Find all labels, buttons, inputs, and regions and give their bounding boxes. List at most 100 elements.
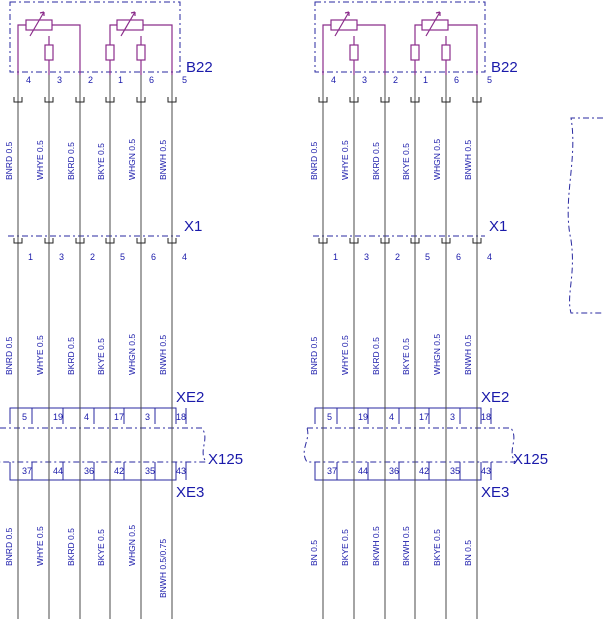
xe2-connector	[314, 407, 482, 424]
x1-terminal-4	[105, 238, 115, 244]
b22-pin-label: 4	[331, 75, 336, 85]
wire-label-top: BNWH 0.5	[463, 140, 473, 180]
wire-label-top: BKRD 0.5	[66, 142, 76, 180]
b22-pin-label: 4	[26, 75, 31, 85]
x1-label: X1	[489, 218, 507, 235]
wire-label-bottom: BKYE 0.5	[340, 529, 350, 566]
xe3-label: XE3	[481, 484, 509, 501]
sensor-link-1	[17, 24, 26, 75]
b22-terminal-5	[441, 97, 451, 103]
x1-label: X1	[184, 218, 202, 235]
sensor-link-6	[448, 24, 478, 75]
wire-label-bottom: BKYE 0.5	[96, 529, 106, 566]
x1-terminal-5	[136, 238, 146, 244]
b22-terminal-5	[136, 97, 146, 103]
x1-pin-label: 6	[456, 252, 461, 262]
xe2-pin-label: 4	[389, 412, 394, 422]
x1-pin-label: 3	[364, 252, 369, 262]
x1-terminal-2	[44, 238, 54, 244]
xe2-pin-label: 19	[53, 412, 63, 422]
wire-label-bottom: BNWH 0.5/0.75	[158, 539, 168, 598]
xe3-label: XE3	[176, 484, 204, 501]
wire-label-top: WHYE 0.5	[35, 140, 45, 180]
sensor-resistor-c	[136, 44, 146, 61]
wire-label-bottom: WHYE 0.5	[35, 526, 45, 566]
xe2-pin-label: 3	[450, 412, 455, 422]
wire-label-mid: BNWH 0.5	[158, 335, 168, 375]
x1-terminal-1	[13, 238, 23, 244]
b22-terminal-6	[472, 97, 482, 103]
b22-pin-label: 5	[182, 75, 187, 85]
wire-label-mid: WHGN 0.5	[127, 334, 137, 375]
b22-pin-label: 2	[393, 75, 398, 85]
x1-terminal-4	[410, 238, 420, 244]
b22-terminal-4	[410, 97, 420, 103]
pot-a-wiper	[334, 11, 350, 37]
continuation-bracket	[567, 117, 603, 314]
x1-terminal-3	[75, 238, 85, 244]
wire-label-top: BNRD 0.5	[4, 141, 14, 180]
xe3-connector	[314, 462, 482, 481]
x125-label: X125	[208, 451, 243, 468]
x1-pin-label: 5	[120, 252, 125, 262]
b22-terminal-3	[380, 97, 390, 103]
xe2-pin-label: 17	[419, 412, 429, 422]
x1-terminal-5	[441, 238, 451, 244]
x125-housing	[303, 427, 516, 463]
x1-pin-label: 4	[182, 252, 187, 262]
wire-label-top: BNWH 0.5	[158, 140, 168, 180]
pot-b-wiper	[120, 11, 136, 37]
b22-terminal-3	[75, 97, 85, 103]
sensor-resistor-b	[410, 44, 420, 61]
xe2-label: XE2	[176, 389, 204, 406]
xe2-pin-label: 19	[358, 412, 368, 422]
xe3-pin-label: 37	[22, 466, 32, 476]
wire-label-bottom: WHGN 0.5	[127, 525, 137, 566]
wire-label-mid: BKRD 0.5	[371, 337, 381, 375]
x1-terminal-6	[472, 238, 482, 244]
wire-label-mid: WHYE 0.5	[340, 335, 350, 375]
xe3-pin-label: 44	[358, 466, 368, 476]
sensor-link-4	[109, 24, 117, 75]
pot-a-wiper	[29, 11, 45, 37]
wire-label-bottom: BKRD 0.5	[66, 528, 76, 566]
xe3-connector	[9, 462, 177, 481]
wire-label-bottom: BKWH 0.5	[401, 526, 411, 566]
sensor-link-2	[52, 24, 81, 75]
b22-terminal-2	[349, 97, 359, 103]
xe3-pin-label: 44	[53, 466, 63, 476]
wire-label-bottom: BN 0.5	[309, 540, 319, 566]
xe3-pin-label: 37	[327, 466, 337, 476]
wire-label-top: BNRD 0.5	[309, 141, 319, 180]
x1-terminal-1	[318, 238, 328, 244]
b22-terminal-2	[44, 97, 54, 103]
x125-housing	[0, 427, 207, 463]
b22-housing	[314, 1, 486, 73]
x1-pin-label: 1	[28, 252, 33, 262]
wire-label-top: WHGN 0.5	[127, 139, 137, 180]
xe2-label: XE2	[481, 389, 509, 406]
b22-pin-label: 1	[118, 75, 123, 85]
b22-pin-label: 2	[88, 75, 93, 85]
sensor-resistor-c	[441, 44, 451, 61]
sensor-link-4	[414, 24, 422, 75]
b22-pin-label: 6	[454, 75, 459, 85]
xe3-pin-label: 42	[419, 466, 429, 476]
wire-label-mid: WHYE 0.5	[35, 335, 45, 375]
b22-label: B22	[491, 59, 518, 76]
wire-label-mid: BNRD 0.5	[4, 336, 14, 375]
sensor-resistor-b	[105, 44, 115, 61]
xe2-connector	[9, 407, 177, 424]
wire-label-mid: BNWH 0.5	[463, 335, 473, 375]
b22-terminal-6	[167, 97, 177, 103]
wire-label-top: BKYE 0.5	[96, 143, 106, 180]
x1-pin-label: 2	[90, 252, 95, 262]
wire-label-top: BKYE 0.5	[401, 143, 411, 180]
b22-terminal-1	[318, 97, 328, 103]
b22-pin-label: 3	[57, 75, 62, 85]
x1-pin-label: 1	[333, 252, 338, 262]
xe3-pin-label: 35	[145, 466, 155, 476]
wire-label-top: WHYE 0.5	[340, 140, 350, 180]
